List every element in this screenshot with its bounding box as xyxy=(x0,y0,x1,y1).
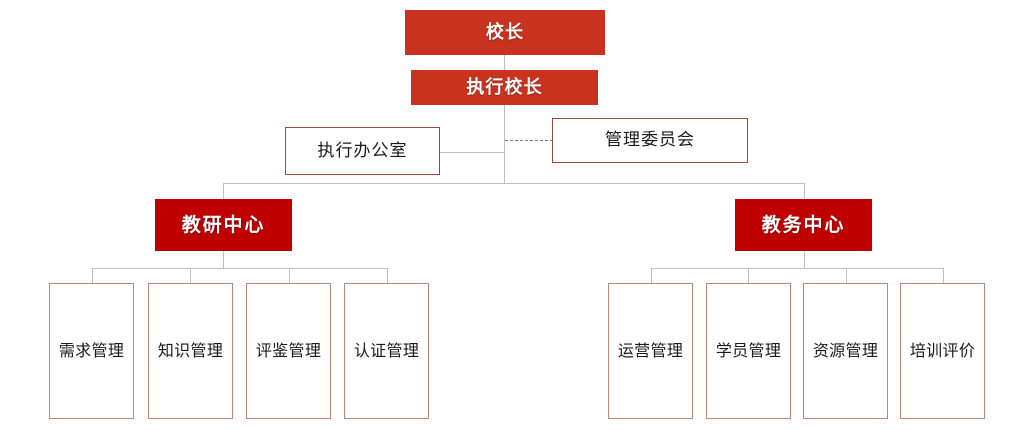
connector-drop-leaf-8 xyxy=(943,268,944,283)
node-leaf-certification-management[interactable]: 认证管理 xyxy=(344,283,429,419)
connector-drop-leaf-5 xyxy=(651,268,652,283)
connector-research-stem xyxy=(223,251,224,269)
node-academic-center-label: 教务中心 xyxy=(761,213,846,236)
connector-drop-leaf-3 xyxy=(289,268,290,283)
node-leaf-label: 资源管理 xyxy=(812,341,879,361)
connector-research-spreader xyxy=(92,268,388,269)
node-leaf-label: 需求管理 xyxy=(58,341,125,361)
connector-drop-academic-center xyxy=(804,183,805,200)
connector-principal-to-executive xyxy=(504,55,505,70)
node-executive-principal[interactable]: 执行校长 xyxy=(411,70,598,105)
node-executive-office[interactable]: 执行办公室 xyxy=(285,127,440,175)
node-leaf-label: 学员管理 xyxy=(715,341,782,361)
node-leaf-label: 评鉴管理 xyxy=(255,341,322,361)
connector-drop-leaf-2 xyxy=(190,268,191,283)
node-leaf-assessment-management[interactable]: 评鉴管理 xyxy=(246,283,331,419)
connector-drop-leaf-7 xyxy=(846,268,847,283)
node-management-committee[interactable]: 管理委员会 xyxy=(552,118,748,163)
node-principal-label: 校长 xyxy=(485,21,525,43)
connector-office-to-stem xyxy=(440,152,505,153)
node-leaf-student-management[interactable]: 学员管理 xyxy=(706,283,791,419)
connector-drop-research-center xyxy=(223,183,224,200)
node-management-committee-label: 管理委员会 xyxy=(604,130,696,151)
connector-drop-leaf-6 xyxy=(748,268,749,283)
connector-academic-stem xyxy=(804,251,805,269)
connector-centers-spreader xyxy=(223,183,805,184)
connector-stem-to-committee-dashed xyxy=(505,140,553,141)
node-principal[interactable]: 校长 xyxy=(405,10,605,55)
node-leaf-resource-management[interactable]: 资源管理 xyxy=(803,283,888,419)
node-leaf-knowledge-management[interactable]: 知识管理 xyxy=(148,283,233,419)
node-executive-principal-label: 执行校长 xyxy=(466,76,543,98)
node-leaf-label: 培训评价 xyxy=(909,341,976,361)
connector-drop-leaf-4 xyxy=(387,268,388,283)
connector-academic-spreader xyxy=(651,268,943,269)
node-academic-center[interactable]: 教务中心 xyxy=(735,199,872,251)
connector-executive-stem xyxy=(504,105,505,184)
node-leaf-label: 知识管理 xyxy=(157,341,224,361)
node-leaf-label: 运营管理 xyxy=(617,341,684,361)
node-research-center[interactable]: 教研中心 xyxy=(155,199,292,251)
node-research-center-label: 教研中心 xyxy=(181,213,266,236)
connector-drop-leaf-1 xyxy=(92,268,93,283)
node-leaf-operations-management[interactable]: 运营管理 xyxy=(608,283,693,419)
node-leaf-training-evaluation[interactable]: 培训评价 xyxy=(900,283,985,419)
node-leaf-label: 认证管理 xyxy=(353,341,420,361)
node-leaf-demand-management[interactable]: 需求管理 xyxy=(49,283,134,419)
node-executive-office-label: 执行办公室 xyxy=(317,140,408,161)
